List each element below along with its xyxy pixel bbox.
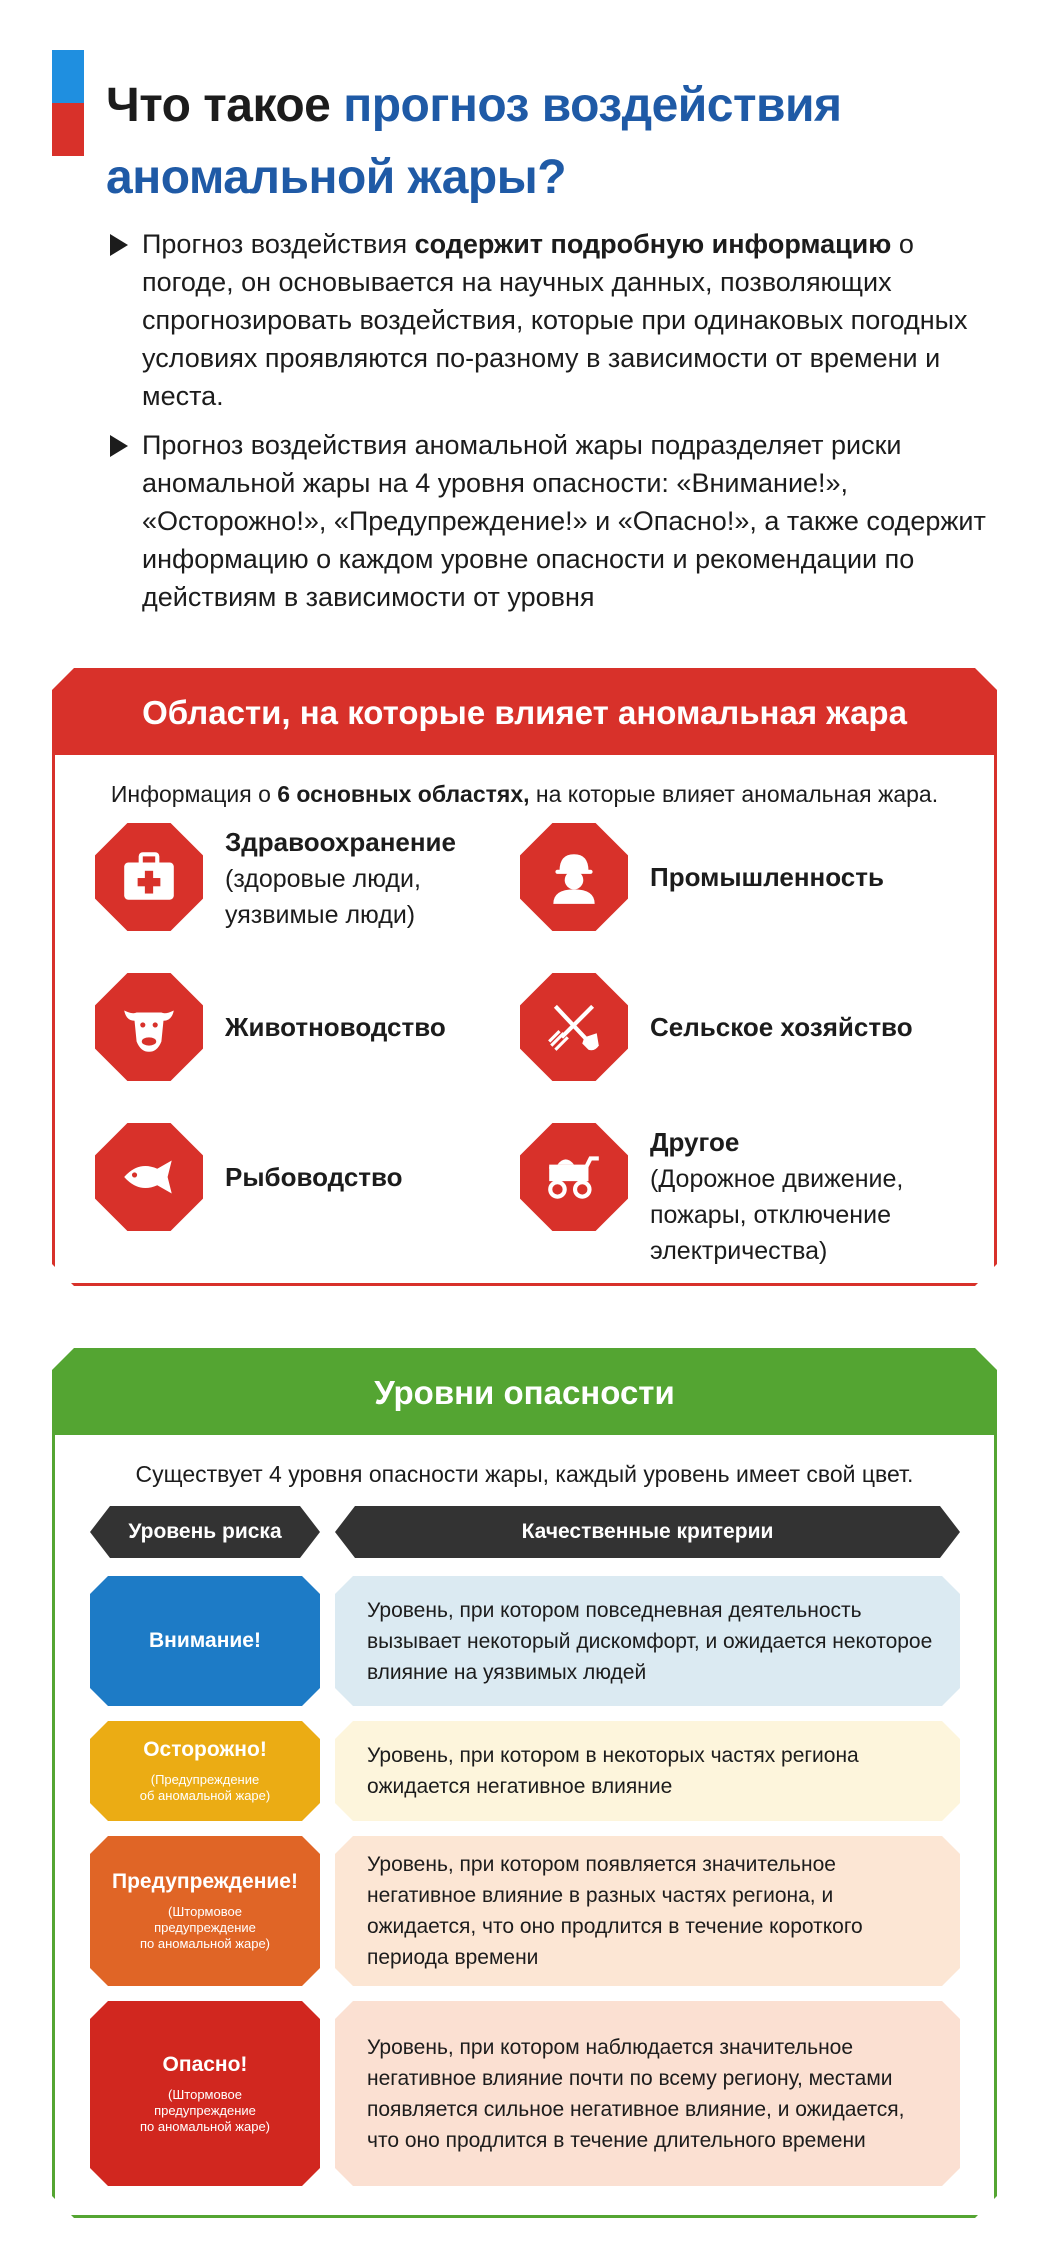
title-part-blue: прогноз воздействия [343,79,842,132]
level-name: Внимание! [149,1629,261,1652]
level-badge-attention: Внимание! [90,1576,320,1706]
title-part-dark: Что такое [106,79,344,132]
title-accent-bar [52,50,84,156]
levels-panel: Уровни опасности Существует 4 уровня опа… [52,1348,997,2218]
area-subtitle: (здоровые люди, уязвимые люди) [225,865,421,929]
cart-icon [520,1123,628,1231]
area-subtitle: (Дорожное движение, пожары, отключение э… [650,1165,904,1265]
bullet-item: Прогноз воздействия содержит подробную и… [110,225,990,415]
area-title: Животноводство [225,1012,446,1042]
area-industry: Промышленность [520,823,884,931]
fork-shovel-icon [520,973,628,1081]
area-livestock: Животноводство [95,973,446,1081]
worker-icon [520,823,628,931]
column-header-criteria: Качественные критерии [335,1506,960,1558]
level-name: Опасно! [162,2052,248,2076]
area-title: Промышленность [650,862,884,892]
level-desc-attention: Уровень, при котором повседневная деятел… [335,1576,960,1706]
level-badge-caution: Осторожно! (Предупреждение об аномальной… [90,1721,320,1821]
level-desc-caution: Уровень, при котором в некоторых частях … [335,1721,960,1821]
area-title: Здравоохранение [225,827,457,857]
page-title: Что такое прогноз воздействия аномальной… [106,70,1006,214]
fish-icon [95,1123,203,1231]
level-note: (Предупреждение об аномальной жаре) [139,1772,271,1803]
level-note: (Штормовое предупреждение по аномальной … [139,2086,271,2134]
intro-bullets: Прогноз воздействия содержит подробную и… [110,225,990,627]
level-desc-danger: Уровень, при котором наблюдается значите… [335,2001,960,2186]
bullet-triangle-icon [110,234,128,256]
area-other: Другое (Дорожное движение, пожары, отклю… [520,1123,903,1269]
area-fishery: Рыбоводство [95,1123,403,1231]
levels-panel-header: Уровни опасности [55,1351,994,1435]
level-desc-warning: Уровень, при котором появляется значител… [335,1836,960,1986]
bullet-item: Прогноз воздействия аномальной жары подр… [110,426,990,616]
area-title: Другое [650,1127,740,1157]
level-note: (Штормовое предупреждение по аномальной … [139,1904,271,1951]
level-badge-danger: Опасно! (Штормовое предупреждение по ано… [90,2001,320,2186]
cow-icon [95,973,203,1081]
levels-panel-intro: Существует 4 уровня опасности жары, кажд… [135,1461,914,1487]
area-agriculture: Сельское хозяйство [520,973,913,1081]
area-health: Здравоохранение (здоровые люди, уязвимые… [95,823,456,933]
level-name: Осторожно! [143,1738,267,1761]
level-badge-warning: Предупреждение! (Штормовое предупреждени… [90,1836,320,1986]
medical-kit-icon [95,823,203,931]
areas-panel: Области, на которые влияет аномальная жа… [52,668,997,1286]
areas-panel-intro: Информация о 6 основных областях, на кот… [110,781,939,807]
area-title: Рыбоводство [225,1162,403,1192]
level-name: Предупреждение! [112,1870,298,1893]
title-line-2: аномальной жары? [106,151,567,204]
area-title: Сельское хозяйство [650,1012,913,1042]
bullet-triangle-icon [110,435,128,457]
areas-panel-header: Области, на которые влияет аномальная жа… [55,671,994,755]
column-header-risk: Уровень риска [90,1506,320,1558]
